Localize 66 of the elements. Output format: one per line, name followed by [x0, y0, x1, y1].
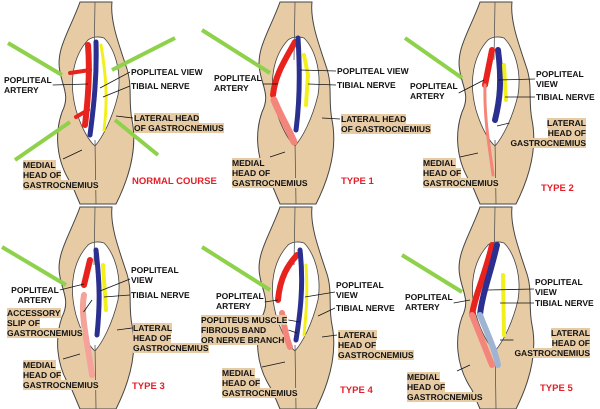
- leader-line: [460, 152, 478, 158]
- panel-title: TYPE 5: [540, 383, 573, 394]
- anatomy-label: POPLITEAL VIEW: [337, 66, 409, 76]
- leader-line: [300, 70, 336, 72]
- leader-line: [308, 84, 336, 86]
- anatomy-label: POPLITEAL ARTERY: [11, 285, 59, 305]
- anatomy-label: TIBIAL NERVE: [131, 290, 190, 300]
- leader-line: [104, 294, 130, 298]
- leader-line: [504, 96, 536, 98]
- leader-line: [456, 364, 470, 372]
- anatomy-label: TIBIAL NERVE: [336, 303, 395, 313]
- anatomy-label: POPLITEAL VIEW: [535, 277, 583, 297]
- anatomy-label: POPLITEAL VIEW: [536, 69, 584, 89]
- leader-line: [116, 328, 132, 330]
- leader-line: [458, 80, 484, 94]
- anatomy-label: POPLITEAL VIEW: [131, 265, 179, 285]
- anatomy-label: MEDIAL HEAD OF GASTROCNEMIUS: [232, 158, 308, 188]
- leader-line: [100, 278, 130, 292]
- anatomy-label: POPLITEAL ARTERY: [410, 81, 458, 101]
- anatomy-label: POPLITEAL ARTERY: [214, 73, 262, 93]
- leader-line: [500, 302, 534, 304]
- leader-line: [322, 118, 340, 120]
- leader-line: [62, 354, 80, 360]
- leader-line: [116, 116, 134, 118]
- anatomy-label: POPLITEAL VIEW: [131, 67, 203, 77]
- panel-title: TYPE 4: [340, 385, 373, 396]
- leader-line: [453, 300, 470, 304]
- leader-line: [288, 330, 298, 334]
- anatomy-label: LATERAL HEAD OF GASTROCNEMIUS: [338, 330, 414, 360]
- leader-line: [322, 334, 338, 338]
- anatomy-label: POPLITEAL ARTERY: [405, 292, 453, 312]
- leader-line: [288, 320, 300, 322]
- leader-line: [264, 300, 278, 302]
- anatomy-label: LATERAL HEAD OF GASTROCNEMIUS: [510, 118, 586, 148]
- panel-title: TYPE 2: [541, 183, 574, 194]
- anatomy-label: TIBIAL NERVE: [131, 81, 190, 91]
- leader-line: [100, 72, 130, 88]
- leader-line: [496, 122, 510, 126]
- anatomy-label: ACCESSORY SLIP OF GASTROCNEMIUS: [7, 308, 83, 338]
- panel-title: TYPE 1: [341, 176, 374, 187]
- anatomy-label: MEDIAL HEAD OF GASTROCNEMIUS: [222, 368, 298, 398]
- leader-line: [318, 308, 336, 316]
- leader-line: [59, 284, 84, 290]
- leader-line: [62, 150, 82, 160]
- leader-line: [262, 362, 286, 368]
- leader-line: [304, 292, 336, 298]
- leader-line: [83, 300, 92, 312]
- anatomy-label: MEDIAL HEAD OF GASTROCNEMIUS: [23, 160, 99, 190]
- leader-line: [102, 86, 130, 98]
- anatomy-label: POPLITEAL ARTERY: [4, 75, 52, 95]
- leader-line: [488, 288, 534, 290]
- anatomy-label: POPLITEAL VIEW: [336, 280, 384, 300]
- anatomy-label: TIBIAL NERVE: [337, 80, 396, 90]
- anatomy-label: MEDIAL HEAD OF GASTROCNEMIUS: [407, 372, 483, 402]
- anatomy-label: MEDIAL HEAD OF GASTROCNEMIUS: [23, 360, 99, 390]
- anatomy-label: LATERAL HEAD OF GASTROCNEMIUS: [514, 328, 590, 358]
- leader-line: [52, 84, 88, 86]
- anatomy-label: POPLITEAL ARTERY: [216, 291, 264, 311]
- leader-line: [498, 78, 536, 80]
- panel-title: TYPE 3: [132, 381, 165, 392]
- panel-title: NORMAL COURSE: [132, 176, 217, 187]
- anatomy-label: TIBIAL NERVE: [536, 92, 595, 102]
- anatomy-label: POPLITEUS MUSCLE FIBROUS BAND OR NERVE BRANCH: [201, 315, 288, 345]
- anatomy-label: TIBIAL NERVE: [535, 298, 594, 308]
- anatomy-label: MEDIAL HEAD OF GASTROCNEMIUS: [423, 158, 499, 188]
- leader-line: [270, 152, 286, 158]
